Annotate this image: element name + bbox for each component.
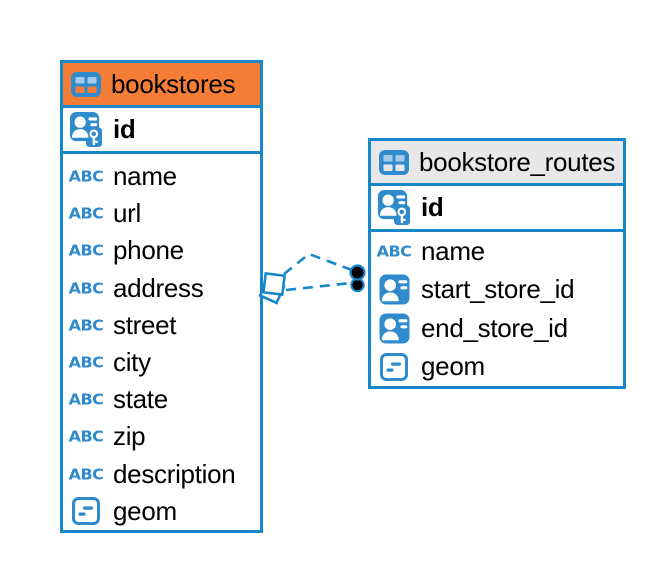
table-title: bookstore_routes <box>419 146 616 177</box>
table-icon <box>379 149 409 175</box>
column-name: name <box>421 235 485 266</box>
text-type-icon: ABC <box>68 242 104 260</box>
text-type-icon: ABC <box>376 242 412 260</box>
column-name: id <box>421 192 444 222</box>
table-bookstores-header[interactable]: bookstores <box>63 63 260 108</box>
table-icon <box>71 71 101 97</box>
column-name: address <box>113 272 204 303</box>
primary-key-icon <box>376 189 412 226</box>
text-type-icon: ABC <box>68 205 104 223</box>
relationship-target-marker <box>349 264 366 293</box>
relationship-source-marker <box>258 271 287 305</box>
text-type-icon: ABC <box>68 279 104 297</box>
pk-row-id[interactable]: id <box>371 186 623 232</box>
table-title: bookstores <box>111 68 236 99</box>
text-type-icon: ABC <box>68 353 104 372</box>
column-row-geom[interactable]: geom <box>63 493 260 530</box>
column-name: geom <box>421 351 485 382</box>
primary-key-icon <box>68 111 104 148</box>
text-type-icon: ABC <box>68 167 104 186</box>
column-row-url[interactable]: ABC url <box>63 195 260 232</box>
column-row-name[interactable]: ABC name <box>63 158 260 195</box>
text-type-icon: ABC <box>68 390 104 409</box>
text-type-icon: ABC <box>68 428 104 446</box>
column-name: url <box>113 198 141 229</box>
column-name: geom <box>113 495 177 526</box>
column-row-state[interactable]: ABC state <box>63 381 260 418</box>
column-name: phone <box>113 235 184 266</box>
column-name: street <box>113 309 177 340</box>
column-row-zip[interactable]: ABC zip <box>63 418 260 455</box>
column-row-city[interactable]: ABC city <box>63 344 260 381</box>
column-name: id <box>113 114 136 144</box>
relationship-line-1 <box>283 252 353 276</box>
column-name: end_store_id <box>421 312 568 343</box>
column-row-street[interactable]: ABC street <box>63 307 260 344</box>
columns-list: ABC name ABC url ABC phone ABC address A… <box>63 154 260 530</box>
foreign-key-icon <box>376 313 412 344</box>
column-row-description[interactable]: ABC description <box>63 456 260 493</box>
column-name: description <box>113 458 236 489</box>
foreign-key-icon <box>376 274 412 305</box>
column-row-end-store-id[interactable]: end_store_id <box>371 309 623 348</box>
geometry-type-icon <box>376 353 412 381</box>
column-row-geom[interactable]: geom <box>371 348 623 387</box>
column-name: city <box>113 347 151 378</box>
pk-row-id[interactable]: id <box>63 108 260 154</box>
column-row-phone[interactable]: ABC phone <box>63 232 260 269</box>
text-type-icon: ABC <box>68 316 104 335</box>
table-bookstores[interactable]: bookstores id ABC name ABC url ABC phone… <box>60 60 263 533</box>
column-row-name[interactable]: ABC name <box>371 232 623 271</box>
table-bookstore-routes[interactable]: bookstore_routes id ABC name start_store… <box>368 138 626 389</box>
column-name: state <box>113 384 168 415</box>
geometry-type-icon <box>68 497 104 525</box>
column-name: name <box>113 161 177 192</box>
relationship-line-2 <box>285 281 352 292</box>
table-bookstore-routes-header[interactable]: bookstore_routes <box>371 141 623 186</box>
columns-list: ABC name start_store_id end_store_id ge <box>371 232 623 386</box>
column-name: start_store_id <box>421 274 575 305</box>
column-row-address[interactable]: ABC address <box>63 270 260 307</box>
text-type-icon: ABC <box>68 465 104 483</box>
column-name: zip <box>113 421 146 452</box>
column-row-start-store-id[interactable]: start_store_id <box>371 271 623 310</box>
